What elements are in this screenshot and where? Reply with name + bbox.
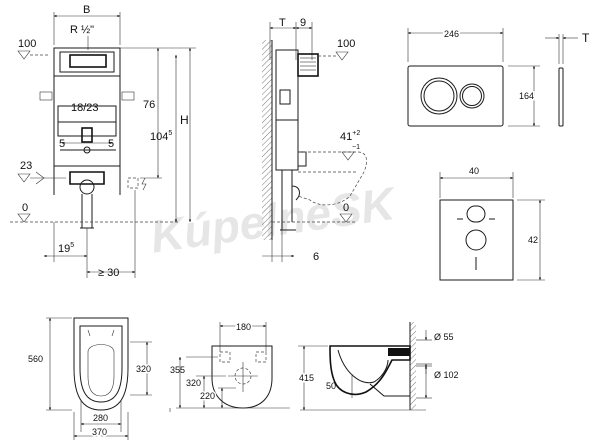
frame-76-label: 76 (143, 99, 155, 111)
cutout-width-label: 40 (469, 166, 479, 176)
back-180-label: 180 (236, 322, 251, 332)
plate-depth-label: T (582, 31, 590, 45)
side-41-plus: +2 (352, 130, 360, 137)
toilet-top-view: 560 320 280 370 (28, 317, 153, 440)
frame-19-sup: 5 (70, 242, 74, 249)
toilet-side-view: 415 50 Ø 55 Ø 102 (298, 322, 459, 411)
side-6-label: 6 (313, 251, 319, 263)
side-50-label: 50 (326, 381, 336, 391)
back-320-label: 320 (186, 378, 201, 388)
toilet-back-view: 180 355 320 220 (169, 321, 290, 412)
toilet-length-label: 560 (28, 354, 43, 364)
side-41-label: 41+2 (340, 130, 360, 143)
frame-front-view: B R ½" 100 18/23 5 5 23 (10, 4, 196, 279)
plate-height-label: 164 (519, 91, 534, 101)
side-d55-label: Ø 55 (434, 332, 454, 342)
back-355-label: 355 (170, 365, 185, 375)
flush-plate-view: 246 164 T (407, 28, 590, 127)
frame-104-label: 1045 (150, 130, 172, 143)
side-41-minus-label: −1 (352, 144, 360, 151)
frame-ref-100-label: 100 (18, 38, 36, 50)
side-depth-label: T (279, 17, 286, 29)
frame-thread-label: R ½" (70, 24, 94, 36)
frame-zero-label: 0 (22, 202, 28, 214)
cutout-view: 40 42 (439, 166, 545, 281)
back-220-label: 220 (200, 391, 215, 401)
watermark-text: KúpelneSK (147, 177, 400, 263)
frame-right-5-label: 5 (108, 138, 114, 150)
frame-104-sup: 5 (168, 130, 172, 137)
side-415-label: 415 (299, 373, 314, 383)
frame-min-30-label: ≥ 30 (98, 267, 119, 279)
side-zero-label: 0 (343, 202, 349, 214)
side-9-label: 9 (300, 17, 306, 29)
frame-width-label: B (83, 4, 90, 16)
frame-104-value: 104 (150, 131, 168, 143)
toilet-370-label: 370 (92, 427, 107, 437)
cutout-height-label: 42 (528, 235, 538, 245)
frame-19-label: 195 (58, 242, 74, 255)
toilet-280-label: 280 (93, 413, 108, 423)
side-d102-label: Ø 102 (434, 370, 459, 380)
frame-side-view: T 9 100 41+2 −1 0 (262, 17, 367, 263)
frame-height-label: H (180, 113, 189, 127)
frame-19-value: 19 (58, 243, 70, 255)
frame-18-23-label: 18/23 (71, 102, 99, 114)
side-41-value: 41 (340, 131, 352, 143)
frame-23-label: 23 (20, 160, 32, 172)
toilet-320-label: 320 (136, 364, 151, 374)
side-ref-100-label: 100 (337, 38, 355, 50)
frame-left-5-label: 5 (59, 138, 65, 150)
plate-width-label: 246 (444, 29, 459, 39)
